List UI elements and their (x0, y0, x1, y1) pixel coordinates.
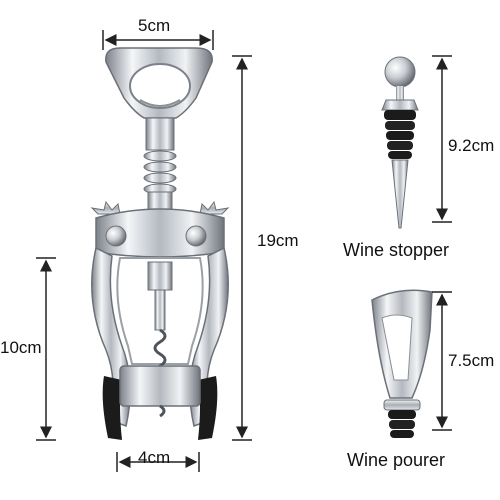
dimension-label-stopper-height: 9.2cm (448, 136, 495, 155)
dimension-label-bottom-width: 4cm (138, 448, 171, 467)
corkscrew-illustration (90, 47, 230, 440)
dimension-label-pourer-height: 7.5cm (448, 351, 495, 370)
dimension-label-total-height: 19cm (257, 231, 299, 250)
caption-wine-stopper: Wine stopper (343, 240, 450, 260)
dimension-label-lower-height: 10cm (0, 338, 42, 357)
dimension-lines (36, 30, 452, 472)
dimension-label-top-width: 5cm (138, 16, 171, 35)
caption-wine-pourer: Wine pourer (347, 450, 446, 470)
wine-stopper-illustration (381, 56, 419, 229)
wine-pourer-illustration (371, 289, 433, 438)
